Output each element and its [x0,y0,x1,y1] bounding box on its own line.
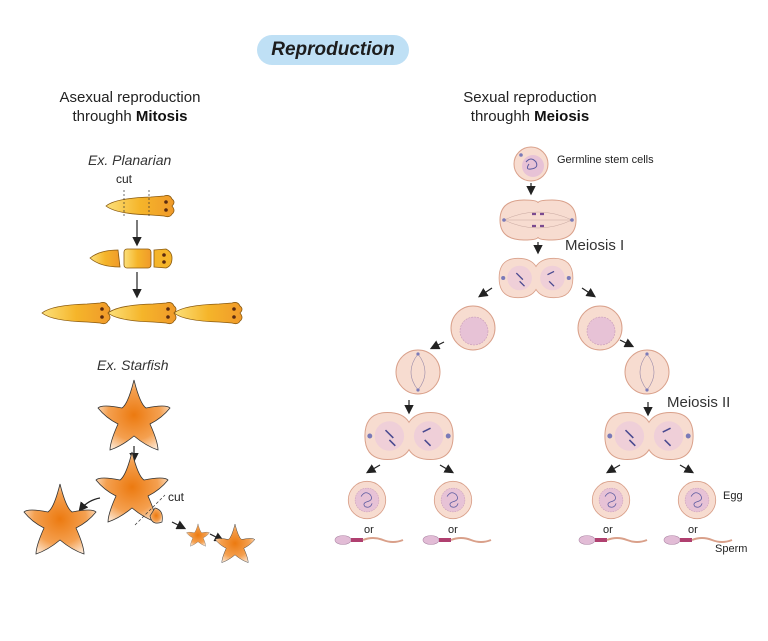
or-label-3: or [603,524,613,536]
arrow-icon [581,287,596,298]
planarian-whole [105,194,175,218]
starfish-whole [97,379,171,451]
starfish-arm-fragment [149,507,163,524]
arrow-icon [365,464,381,474]
planarian-regenerated-1 [41,301,111,325]
sperm-label: Sperm [715,543,748,555]
heading-prefix: throughh [470,108,535,125]
planarian-regenerated-2 [107,301,177,325]
starfish-regrown-left [23,483,97,555]
starfish-growing [186,523,210,547]
meiosis1-dividing-cell [498,257,574,299]
meiosis2-dividing-cell-right [604,411,694,461]
title-badge: Reproduction [257,35,409,65]
or-label-4: or [688,524,698,536]
asexual-heading-line2: throughh Mitosis [40,107,220,126]
sexual-heading: Sexual reproduction throughh Meiosis [440,88,620,126]
meiosis2-dividing-cell-left [364,411,454,461]
planarian-cut-label: cut [116,172,133,186]
meiosis2-label: Meiosis II [667,394,731,411]
daughter-cell-right [577,305,623,351]
starfish-cut-label: cut [168,490,185,504]
asexual-heading: Asexual reproduction throughh Mitosis [40,88,220,126]
sexual-heading-line1: Sexual reproduction [463,89,597,106]
egg-label: Egg [723,490,743,502]
planarian-piece-middle [123,248,152,269]
germline-label: Germline stem cells [557,154,654,166]
egg-cell-4 [677,480,717,520]
meiosis1-label: Meiosis I [565,237,625,254]
starfish-cut-line [134,494,166,526]
arrow-icon [171,520,187,530]
or-label-1: or [364,524,374,536]
daughter-cell-left [450,305,496,351]
sperm-cell-1 [334,534,404,546]
sperm-cell-2 [422,534,492,546]
planarian-piece-head [153,248,173,269]
arrow-icon [605,464,621,474]
arrow-icon [429,340,445,350]
planarian-regenerated-3 [173,301,243,325]
sperm-cell-3 [578,534,648,546]
heading-bold: Mitosis [135,108,188,125]
planarian-label: Ex. Planarian [88,152,172,168]
planarian-piece-tail [89,249,121,268]
arrow-icon [679,464,695,474]
sexual-heading-line2: throughh Meiosis [440,107,620,126]
egg-cell-2 [433,480,473,520]
arrow-icon [619,338,635,348]
starfish-regrown-small [214,523,256,563]
metaphase-cell [499,199,577,241]
starfish-label: Ex. Starfish [97,357,169,373]
egg-cell-3 [591,480,631,520]
heading-prefix: throughh [72,108,136,125]
arrow-icon [439,464,455,474]
egg-cell-1 [347,480,387,520]
arrow-icon [478,287,493,298]
sperm-cell-4 [663,534,733,546]
metaphase2-cell-left [395,349,441,395]
metaphase2-cell-right [624,349,670,395]
asexual-heading-line1: Asexual reproduction [59,89,201,106]
germline-stem-cell [513,146,549,182]
heading-bold: Meiosis [534,108,590,125]
or-label-2: or [448,524,458,536]
arrow-icon [78,497,101,512]
